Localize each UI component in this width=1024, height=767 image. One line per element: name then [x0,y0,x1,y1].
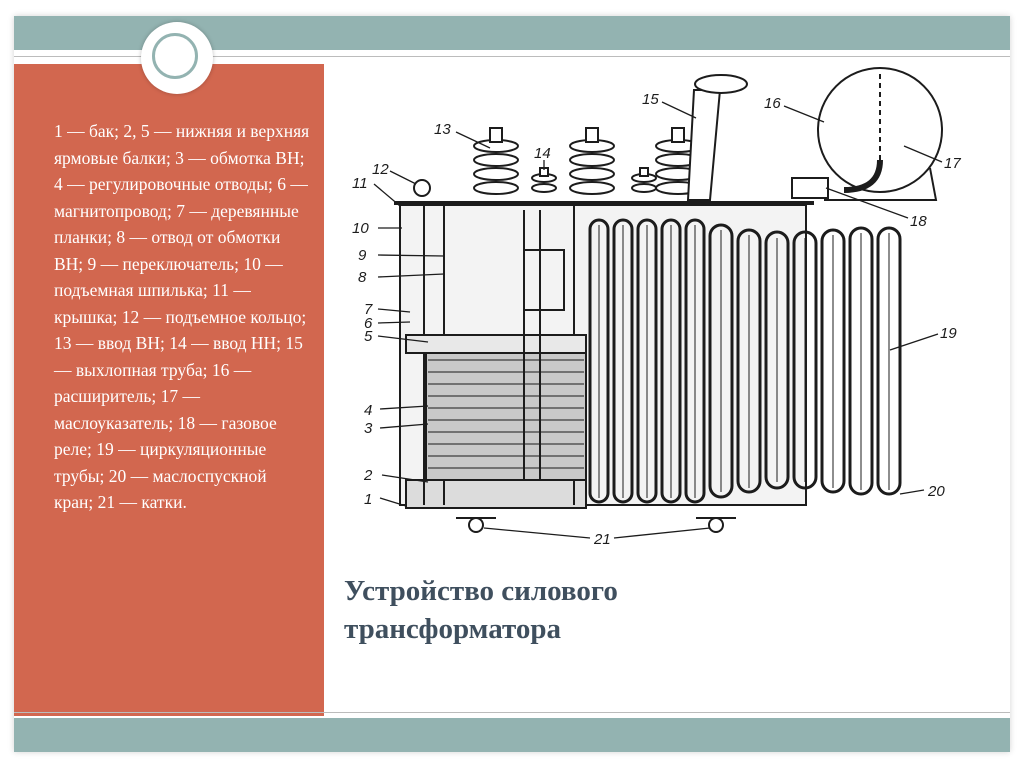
callout-21: 21 [593,531,611,548]
callout-1: 1 [364,491,372,508]
callout-3: 3 [364,420,373,437]
callout-13: 13 [434,121,451,138]
badge-ring-icon [152,33,198,79]
callout-18: 18 [910,213,927,230]
slide-title: Устройство силового трансформатора [344,572,964,648]
legend-text: 1 — бак; 2, 5 — нижняя и верхняя ярмовые… [54,121,310,512]
callout-5: 5 [364,328,373,345]
transformer-diagram: 1 2 3 4 5 6 7 8 9 10 11 12 13 14 15 16 1… [352,67,961,548]
callout-20: 20 [927,483,945,500]
callout-6: 6 [364,315,373,332]
callout-15: 15 [642,91,659,108]
bottom-rule [14,712,1010,713]
callout-19: 19 [940,325,957,342]
callout-11: 11 [352,175,368,192]
callout-8: 8 [358,269,367,286]
top-rule [14,56,1010,57]
bottom-band [14,718,1010,752]
callout-17: 17 [944,155,961,172]
callout-10: 10 [352,220,369,237]
slide-title-line1: Устройство силового [344,575,618,607]
callout-4: 4 [364,402,372,419]
callout-9: 9 [358,247,367,264]
callout-2: 2 [363,467,373,484]
callout-16: 16 [764,95,781,112]
slide-title-line2: трансформатора [344,613,561,645]
callout-12: 12 [372,161,389,178]
callout-7: 7 [364,301,373,318]
callout-14: 14 [534,145,551,162]
legend-panel [14,64,324,716]
